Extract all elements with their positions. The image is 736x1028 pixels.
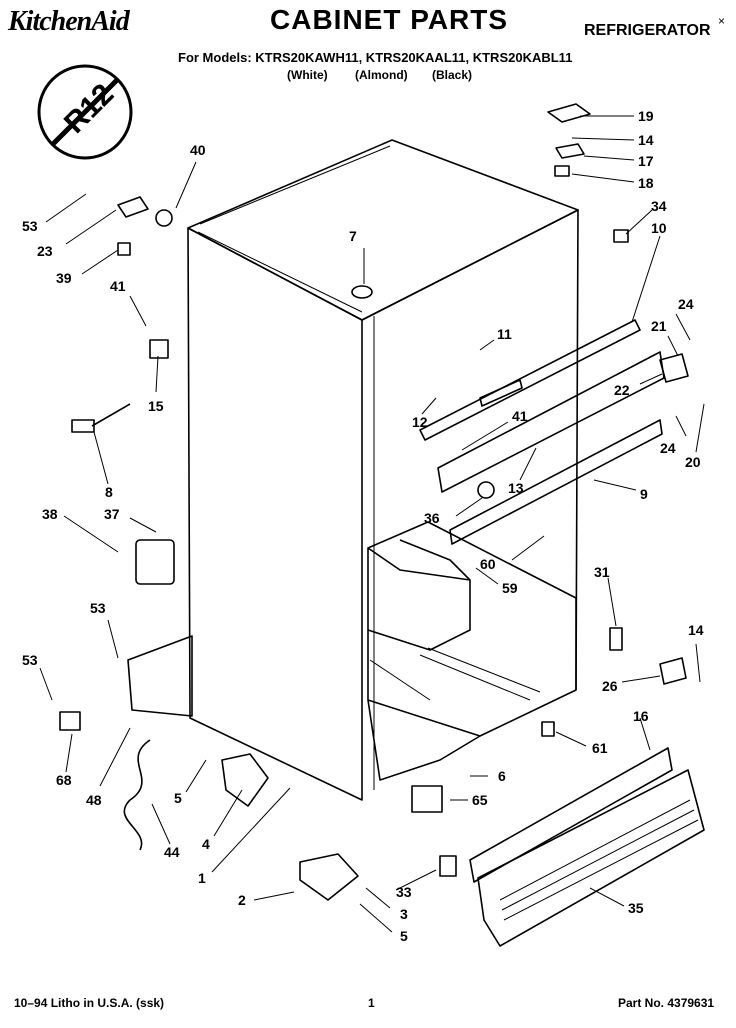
callout-1: 1: [198, 870, 206, 886]
callout-8: 8: [105, 484, 113, 500]
callout-53-top: 53: [22, 218, 38, 234]
callout-61: 61: [592, 740, 608, 756]
bracket-37: [135, 539, 175, 585]
models-line: For Models: KTRS20KAWH11, KTRS20KAAL11, …: [178, 50, 573, 65]
shim-18: [554, 165, 570, 177]
callout-38: 38: [42, 506, 58, 522]
callout-7: 7: [349, 228, 357, 244]
part-65: [411, 785, 443, 813]
cabinet-shell: [187, 139, 579, 801]
footer-litho: 10–94 Litho in U.S.A. (ssk): [14, 996, 165, 1010]
callout-26: 26: [602, 678, 618, 694]
variant-white: (White): [287, 68, 328, 82]
callout-5-lower: 5: [400, 928, 408, 944]
part-61: [541, 721, 555, 737]
back-panel: [127, 635, 193, 717]
variant-almond: (Almond): [355, 68, 408, 82]
part-40: [155, 209, 173, 227]
callout-4: 4: [202, 836, 210, 852]
callout-22: 22: [614, 382, 630, 398]
plug-7: [351, 285, 373, 299]
callout-59: 59: [502, 580, 518, 596]
callout-3: 3: [400, 906, 408, 922]
grille-16: [469, 747, 673, 883]
callout-53-bottom: 53: [22, 652, 38, 668]
brand-logo: KitchenAid: [8, 6, 130, 37]
hinge-26: [659, 657, 687, 685]
callout-65: 65: [472, 792, 488, 808]
callout-33: 33: [396, 884, 412, 900]
callout-40: 40: [190, 142, 206, 158]
clip-68: [59, 711, 81, 731]
clip-15: [149, 339, 169, 359]
callout-2: 2: [238, 892, 246, 908]
callout-20: 20: [685, 454, 701, 470]
leader-lines: [39, 115, 705, 933]
hinge-21: [659, 353, 689, 383]
callout-19: 19: [638, 108, 654, 124]
callout-60: 60: [480, 556, 496, 572]
callout-35: 35: [628, 900, 644, 916]
callout-37: 37: [104, 506, 120, 522]
callout-31: 31: [594, 564, 610, 580]
bracket-31: [609, 627, 623, 651]
callout-44: 44: [164, 844, 180, 860]
callout-15: 15: [148, 398, 164, 414]
callout-9: 9: [640, 486, 648, 502]
clip-8: [71, 419, 95, 433]
callout-36: 36: [424, 510, 440, 526]
callout-14-right: 14: [688, 622, 704, 638]
page-title: CABINET PARTS: [270, 4, 509, 35]
callout-68: 68: [56, 772, 72, 788]
callout-41-center: 41: [512, 408, 528, 424]
callout-13: 13: [508, 480, 524, 496]
power-cord: [123, 739, 151, 851]
roller-4: [221, 753, 269, 807]
knob-36: [477, 481, 495, 499]
grille-35: [477, 769, 705, 947]
callout-16: 16: [633, 708, 649, 724]
clip-33: [439, 855, 457, 877]
callout-48: 48: [86, 792, 102, 808]
mullion-rails: [419, 319, 665, 545]
roller-2: [299, 853, 359, 901]
callout-5-upper: 5: [174, 790, 182, 806]
callout-17: 17: [638, 153, 654, 169]
inner-liner: [367, 521, 577, 781]
callout-39: 39: [56, 270, 72, 286]
callout-14: 14: [638, 132, 654, 148]
footer-part-number: Part No. 4379631: [618, 996, 715, 1010]
callout-23: 23: [37, 243, 53, 259]
callout-41-left: 41: [110, 278, 126, 294]
hinge-cap-19: [547, 103, 591, 123]
callout-34: 34: [651, 198, 667, 214]
callout-53-middle: 53: [90, 600, 106, 616]
callout-10: 10: [651, 220, 667, 236]
part-34: [613, 229, 629, 243]
part-23: [117, 196, 149, 218]
callout-24-top: 24: [678, 296, 694, 312]
callout-21: 21: [651, 318, 667, 334]
variant-black: (Black): [432, 68, 473, 82]
callout-11: 11: [497, 326, 512, 342]
footer-page-number: 1: [368, 996, 375, 1010]
callout-6: 6: [498, 768, 506, 784]
r12-badge: [37, 64, 133, 160]
hinge-17: [555, 143, 585, 159]
appliance-type: REFRIGERATOR: [584, 22, 711, 39]
corner-mark: ×: [718, 14, 726, 28]
part-39: [117, 242, 131, 256]
callout-12: 12: [412, 414, 428, 430]
callout-18: 18: [638, 175, 654, 191]
callout-24-bottom: 24: [660, 440, 676, 456]
